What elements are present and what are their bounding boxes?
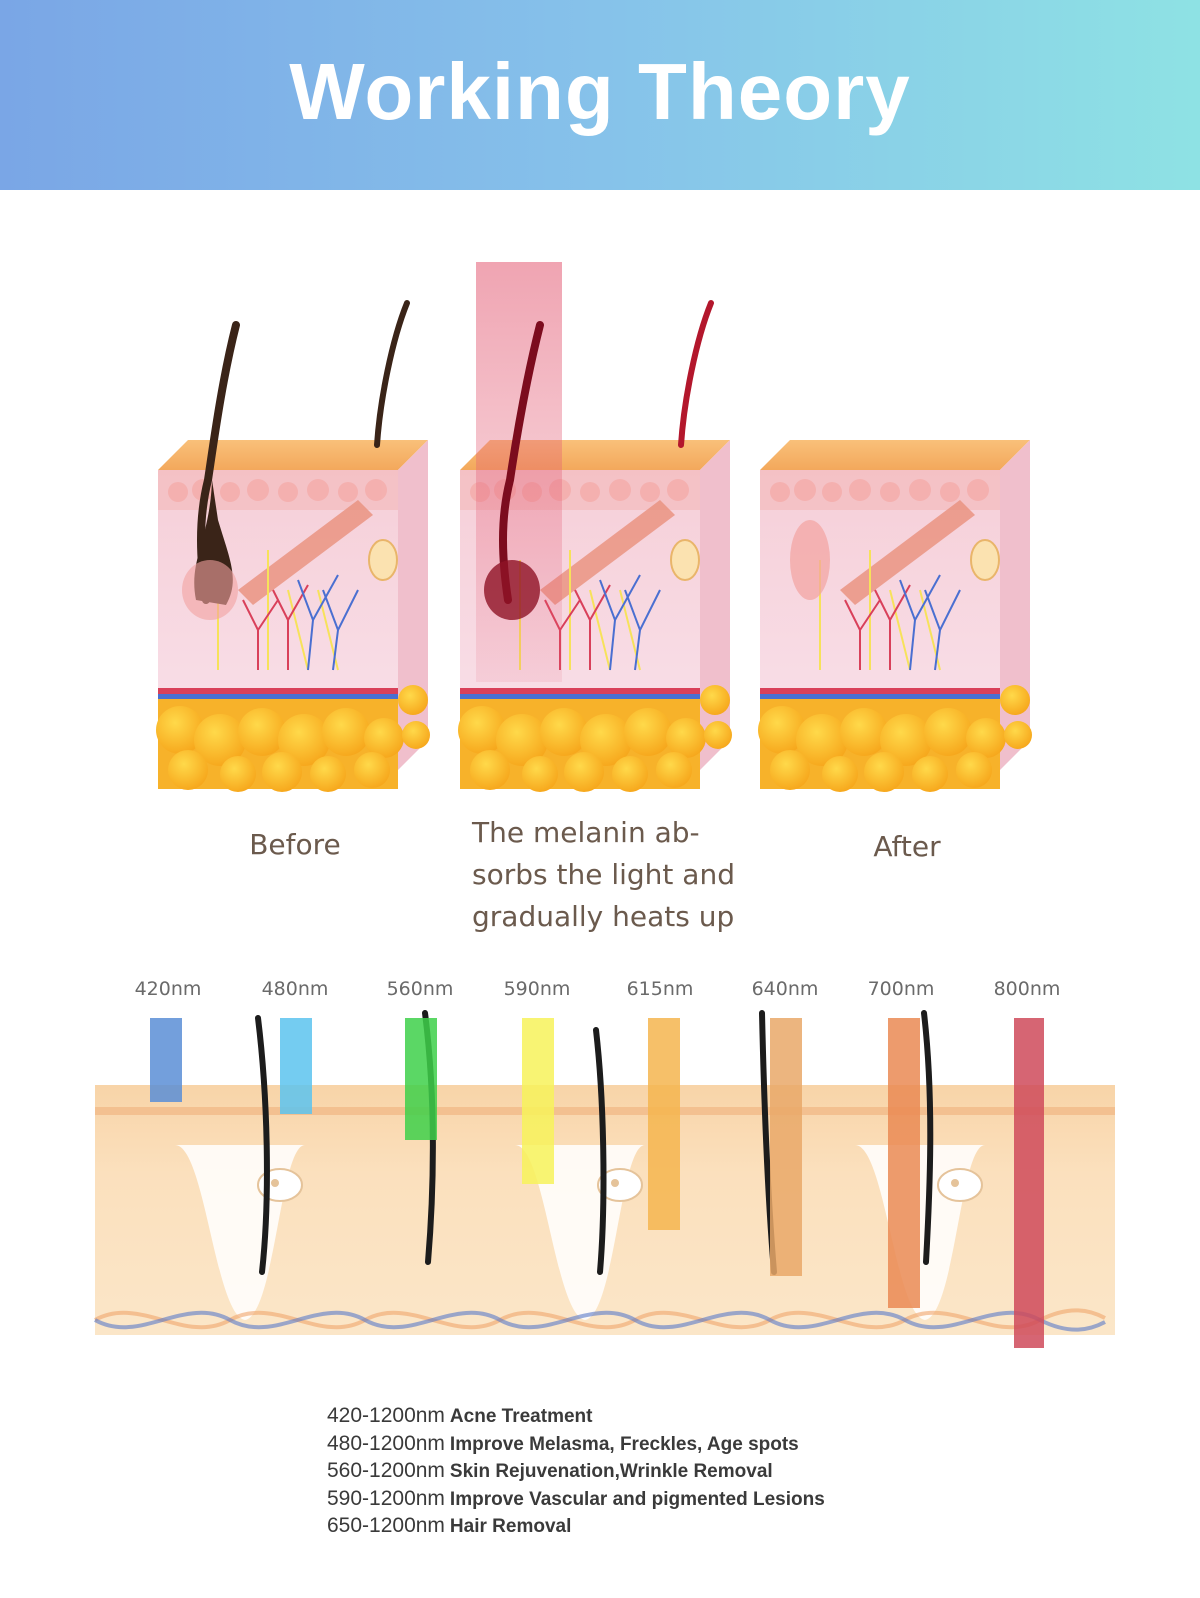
legend-range: 420-1200nm [327,1404,445,1427]
skin-strip [94,1010,1116,1336]
caption-after: After [873,830,941,863]
legend-description: Acne Treatment [449,1406,593,1427]
wavelength-label-700: 700nm [867,978,935,1000]
filter-bar-700nm [888,1018,920,1308]
legend-range: 590-1200nm [327,1486,445,1510]
caption-heating: The melanin ab- sorbs the light and grad… [472,816,735,933]
title-banner: Working Theory [0,0,1200,190]
wavelength-label-560: 560nm [386,978,454,1000]
filter-bar-800nm [1014,1018,1044,1348]
filter-bar-615nm [648,1018,680,1230]
after-cube [757,439,1033,793]
legend-description: Skin Rejuvenation,Wrinkle Removal [449,1461,773,1482]
wavelength-label-800: 800nm [993,978,1061,1000]
legend-description: Hair Removal [449,1516,572,1537]
filter-bar-590nm [522,1018,554,1184]
legend-range: 650-1200nm [327,1514,445,1537]
before-cube [155,300,431,793]
wavelength-label-590: 590nm [503,978,571,1000]
filter-bar-640nm [770,1018,802,1276]
legend-range: 560-1200nm [327,1459,445,1482]
filter-bar-480nm [280,1018,312,1114]
caption-before: Before [249,828,341,861]
legend-range: 480-1200nm [327,1431,445,1455]
legend-description: Improve Vascular and pigmented Lesions [449,1488,825,1510]
wavelength-label-640: 640nm [751,978,819,1000]
legend-description: Improve Melasma, Freckles, Age spots [449,1433,799,1455]
wavelength-label-420: 420nm [134,978,202,1000]
filter-bar-420nm [150,1018,182,1102]
wavelength-label-480: 480nm [261,978,329,1000]
filter-bar-560nm [405,1018,437,1140]
heating-cube [457,262,733,793]
wavelength-label-615: 615nm [626,978,694,1000]
page-title: Working Theory [289,47,911,136]
